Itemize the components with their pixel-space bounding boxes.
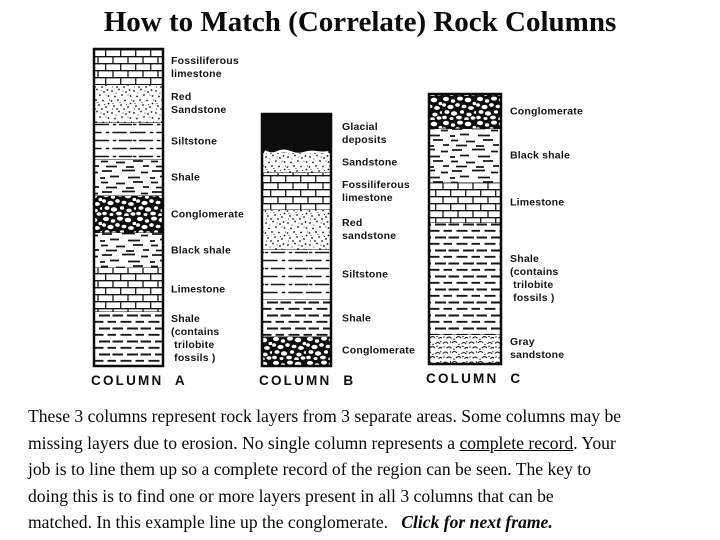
layer-graysand bbox=[430, 335, 500, 363]
underlined-phrase: complete record bbox=[459, 432, 574, 453]
click-instruction[interactable]: Click for next frame. bbox=[401, 512, 553, 532]
paragraph-line: matched. In this example line up the con… bbox=[28, 509, 704, 536]
column-name-c: COLUMN C bbox=[426, 371, 523, 386]
layer-conglomerate bbox=[95, 196, 162, 233]
layer-limestone bbox=[95, 50, 162, 85]
layer-label: Shale bbox=[171, 171, 201, 184]
layer-shalerows bbox=[263, 300, 330, 337]
layer-label: Limestone bbox=[171, 283, 226, 296]
layer-label: Sandstone bbox=[342, 156, 398, 169]
layer-label: Conglomerate bbox=[510, 105, 583, 118]
paragraph-text bbox=[388, 512, 401, 532]
layer-label: Black shale bbox=[510, 149, 570, 162]
layer-conglomerate bbox=[263, 337, 330, 365]
rock-column-b bbox=[260, 112, 333, 368]
paragraph-text: missing layers due to erosion. No single… bbox=[28, 432, 460, 453]
layer-shale bbox=[95, 160, 162, 196]
paragraph-text: job is to line them up so a complete rec… bbox=[28, 459, 591, 479]
layer-label: Black shale bbox=[171, 244, 231, 256]
rock-columns-diagram bbox=[92, 47, 503, 368]
layer-label: Fossiliferous limestone bbox=[342, 178, 410, 204]
explanation-paragraph: These 3 columns represent rock layers fr… bbox=[28, 403, 704, 536]
layer-label: Shale (contains trilobite fossils ) bbox=[510, 253, 559, 304]
slide-title: How to Match (Correlate) Rock Columns bbox=[103, 6, 617, 38]
layer-sandstone bbox=[263, 153, 330, 173]
paragraph-text: These 3 columns represent rock layers fr… bbox=[28, 406, 622, 426]
layer-limestone bbox=[430, 183, 500, 223]
layer-label: Shale (contains trilobite fossils ) bbox=[171, 312, 220, 364]
paragraph-line: missing layers due to erosion. No single… bbox=[28, 430, 704, 457]
layer-sandstone bbox=[95, 85, 162, 123]
layer-sandstone bbox=[263, 210, 330, 250]
layer-label: Conglomerate bbox=[342, 344, 415, 357]
layer-siltstone bbox=[95, 123, 162, 160]
layer-label: Shale bbox=[342, 312, 372, 324]
column-border bbox=[427, 92, 503, 366]
layer-label: Red Sandstone bbox=[171, 91, 227, 116]
rock-column-a bbox=[92, 47, 165, 368]
layer-label: Siltstone bbox=[342, 268, 389, 281]
column-border bbox=[92, 47, 165, 368]
layer-label: Fossiliferous limestone bbox=[171, 54, 239, 80]
column-name-a: COLUMN A bbox=[91, 373, 187, 388]
layer-shalerows bbox=[95, 312, 162, 365]
column-name-b: COLUMN B bbox=[259, 373, 356, 388]
layer-siltstone bbox=[263, 250, 330, 300]
paragraph-text: matched. In this example line up the con… bbox=[28, 512, 389, 532]
layer-label: Limestone bbox=[510, 196, 565, 209]
layer-shale bbox=[430, 129, 500, 183]
layer-limestone bbox=[95, 268, 162, 312]
layer-label: Red sandstone bbox=[342, 217, 397, 242]
layer-label: Gray sandstone bbox=[510, 336, 565, 361]
layer-label: Conglomerate bbox=[171, 208, 244, 220]
column-border bbox=[260, 112, 333, 368]
paragraph-line: These 3 columns represent rock layers fr… bbox=[28, 403, 704, 430]
layer-limestone bbox=[263, 173, 330, 210]
rock-column-c bbox=[427, 92, 503, 366]
paragraph-line: doing this is to find one or more layers… bbox=[28, 483, 704, 510]
layer-shale bbox=[95, 233, 162, 268]
layer-label: Siltstone bbox=[171, 135, 218, 147]
layer-glacial bbox=[263, 115, 330, 153]
layer-shalerows bbox=[430, 223, 500, 335]
layer-label: Glacial deposits bbox=[342, 121, 387, 146]
paragraph-line: job is to line them up so a complete rec… bbox=[28, 456, 704, 483]
paragraph-text: doing this is to find one or more layers… bbox=[28, 485, 554, 506]
layer-conglomerate bbox=[430, 95, 500, 129]
paragraph-text: . Your bbox=[573, 432, 616, 453]
